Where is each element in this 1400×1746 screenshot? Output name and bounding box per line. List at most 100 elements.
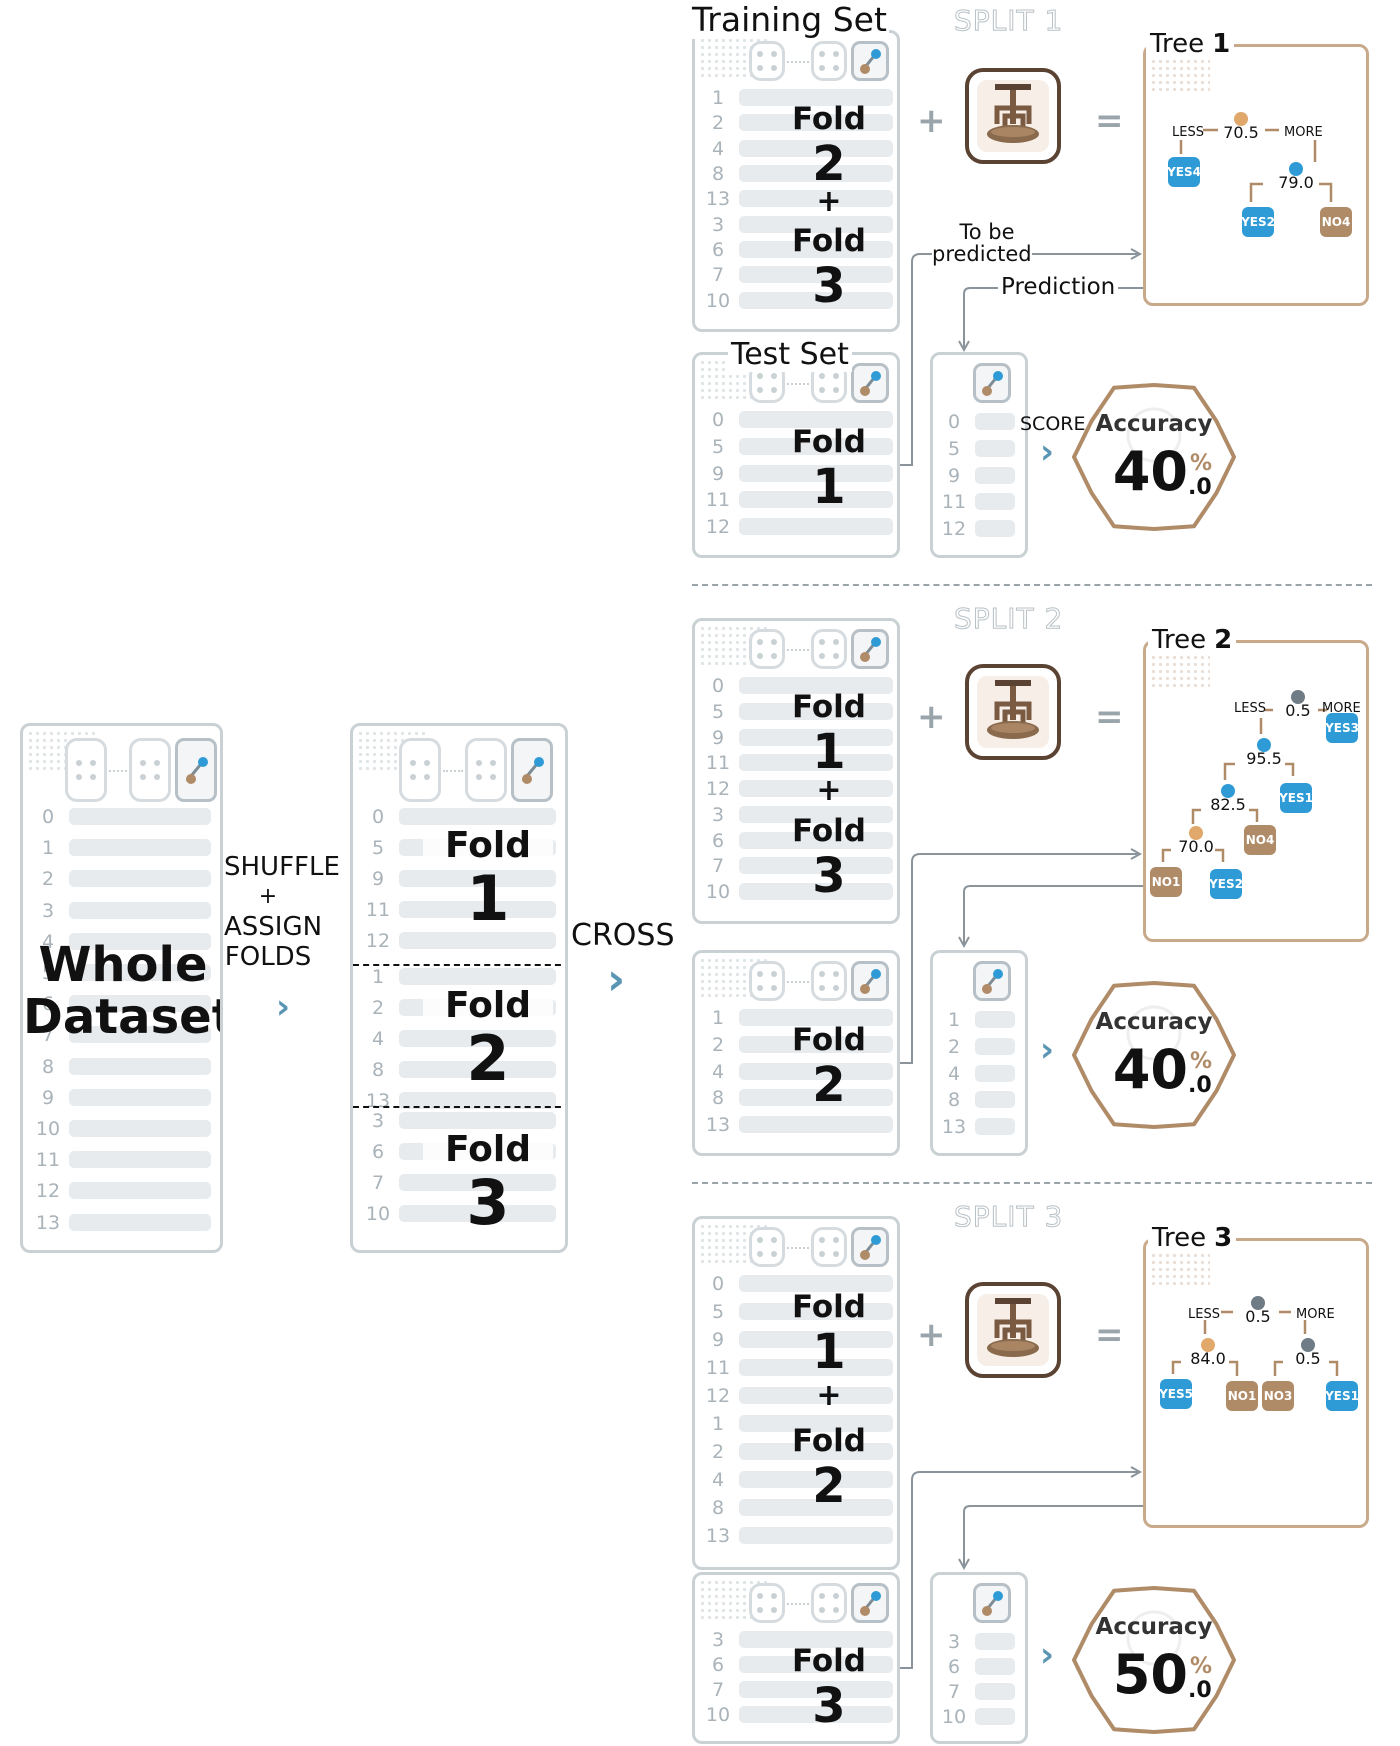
- tree-edge: [1215, 848, 1225, 862]
- table-row: 1: [31, 837, 211, 860]
- table-row: 0: [701, 411, 893, 430]
- row-bar: [975, 520, 1015, 538]
- row-index: 6: [371, 1141, 385, 1163]
- header-slot-b: [811, 1227, 848, 1267]
- row-index: 12: [35, 1180, 61, 1203]
- row-index: 5: [41, 962, 55, 984]
- arrow-head-icon: [958, 1558, 970, 1571]
- connector-line: [900, 1471, 1138, 1669]
- row-bar: [739, 702, 893, 720]
- table-row: 4: [937, 1064, 1015, 1083]
- row-bar: [739, 1116, 893, 1134]
- split-separator: [692, 584, 1372, 586]
- cloud-icon: [1287, 687, 1309, 705]
- row-index: 13: [35, 1211, 61, 1234]
- table-row: 0: [31, 808, 211, 827]
- row-index: 7: [711, 855, 725, 878]
- table-row: 3: [701, 805, 893, 824]
- table-row: 0: [361, 808, 556, 827]
- table-row: 3: [701, 215, 893, 234]
- plus-icon: +: [917, 1315, 946, 1355]
- arrow-head-icon: [958, 936, 970, 949]
- row-index: 8: [371, 1059, 385, 1081]
- table-row: 1: [361, 968, 556, 987]
- more-label: MORE: [1296, 1307, 1335, 1322]
- row-bar: [975, 1118, 1015, 1136]
- fold-label: Fold: [791, 813, 867, 850]
- row-index: 2: [711, 112, 725, 135]
- accuracy-value: 40: [1112, 1038, 1188, 1101]
- table-row: 9: [701, 464, 893, 483]
- connector-line: [963, 885, 1143, 946]
- accuracy-value: 40: [1112, 440, 1188, 503]
- row-bar: [69, 839, 211, 857]
- decision-tree-algorithm-icon: [965, 664, 1061, 760]
- drop-icon: [1285, 159, 1307, 177]
- row-index: 12: [941, 518, 967, 541]
- label-column-icon: [973, 1583, 1011, 1623]
- leaf-count: 4: [1341, 215, 1351, 229]
- table-row: 0: [701, 1275, 893, 1294]
- row-index: 8: [41, 1055, 55, 1078]
- row-index: 13: [705, 1114, 731, 1137]
- row-bar: [739, 241, 893, 258]
- table-row: 4: [701, 1062, 893, 1081]
- table-row: 10: [937, 1708, 1015, 1727]
- row-bar: [975, 1037, 1015, 1055]
- table-row: 11: [701, 1359, 893, 1378]
- row-bar: [399, 1030, 556, 1047]
- row-index: 1: [41, 837, 55, 860]
- label-column-icon: [973, 363, 1011, 403]
- label-column-icon: [851, 1227, 889, 1267]
- training-set-label: Training Set: [690, 0, 889, 39]
- row-bar: [69, 995, 211, 1013]
- row-index: 1: [711, 1007, 725, 1029]
- table-row: 12: [937, 518, 1015, 541]
- table-row: 10: [361, 1205, 556, 1224]
- row-index: 11: [365, 899, 391, 921]
- leaf-count: 1: [1171, 875, 1181, 889]
- row-bar: [739, 518, 893, 536]
- fold-label: Fold: [791, 222, 867, 259]
- table-row: 12: [701, 780, 893, 799]
- row-index: 7: [947, 1681, 961, 1703]
- split-threshold: 84.0: [1190, 1349, 1226, 1368]
- row-index: 10: [705, 289, 731, 312]
- row-index: 4: [711, 137, 725, 160]
- tree-title-text: Tree: [1152, 625, 1207, 655]
- table-row: 1: [937, 1011, 1015, 1030]
- tree-edge: [1273, 1360, 1283, 1376]
- row-bar: [69, 964, 211, 981]
- header-slot-b: [465, 738, 507, 802]
- row-bar: [975, 1708, 1015, 1725]
- table-row: 11: [31, 1151, 211, 1170]
- chevron-right-icon: ›: [607, 954, 626, 1005]
- table-row: 9: [361, 870, 556, 889]
- row-index: 8: [711, 1087, 725, 1110]
- row-bar: [739, 754, 893, 772]
- row-bar: [739, 1656, 893, 1673]
- leaf-count: 1: [1247, 1389, 1257, 1403]
- row-bar: [739, 1303, 893, 1320]
- row-bar: [739, 1415, 893, 1432]
- sun-icon: [1185, 823, 1207, 841]
- row-bar: [739, 728, 893, 746]
- label-column-icon: [851, 363, 889, 403]
- tree-edge: [1229, 1360, 1239, 1376]
- row-bar: [399, 932, 556, 949]
- table-row: 12: [31, 1180, 211, 1203]
- row-bar: [399, 808, 556, 825]
- table-row: 11: [937, 493, 1015, 512]
- less-label: LESS: [1188, 1307, 1220, 1322]
- plus-sign: +: [816, 773, 842, 809]
- accuracy-label: Accuracy: [1095, 411, 1213, 437]
